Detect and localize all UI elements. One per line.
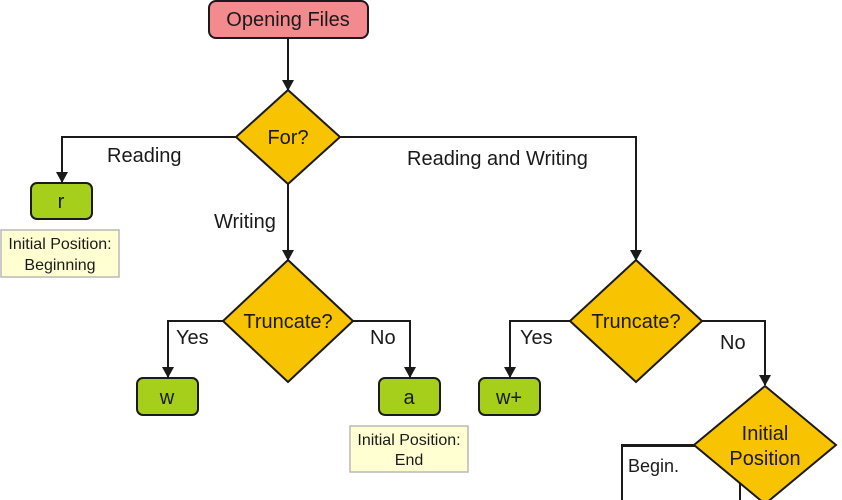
decision-for-label: For? (267, 127, 308, 149)
mode-a-label: a (403, 387, 415, 409)
label-writing: Writing (214, 211, 276, 233)
decision-initial-position: Initial Position (692, 384, 838, 500)
note-r-line1: Initial Position: (8, 236, 111, 253)
mode-w-node: w (136, 377, 199, 416)
decision-initial-position-line1: Initial (742, 423, 789, 445)
begin-box-label: Begin. (628, 456, 679, 476)
edge-truncate-rw-to-initial-position (702, 320, 771, 386)
label-yes-write: Yes (176, 327, 209, 349)
edge-truncate-write-to-a (353, 320, 416, 378)
mode-wplus-node: w+ (478, 377, 541, 416)
start-node-label: Opening Files (226, 9, 349, 31)
note-r: Initial Position: Beginning (0, 229, 120, 278)
decision-truncate-rw-label: Truncate? (591, 311, 680, 333)
label-no-write: No (370, 327, 396, 349)
decision-truncate-write-label: Truncate? (243, 311, 332, 333)
edge-truncate-rw-to-wplus (504, 320, 570, 378)
note-a-line1: Initial Position: (357, 432, 460, 449)
decision-initial-position-line2: Position (729, 448, 800, 470)
start-node: Opening Files (208, 0, 369, 39)
label-reading-and-writing: Reading and Writing (407, 148, 588, 170)
mode-w-label: w (159, 387, 175, 409)
label-yes-rw: Yes (520, 327, 553, 349)
label-reading: Reading (107, 145, 182, 167)
note-r-line2: Beginning (24, 257, 95, 274)
edge-for-to-r (56, 136, 236, 183)
mode-r-node: r (30, 182, 93, 220)
edge-truncate-write-to-w (162, 320, 225, 378)
label-no-rw: No (720, 332, 746, 354)
note-a: Initial Position: End (349, 425, 469, 473)
note-a-line2: End (395, 452, 423, 469)
mode-r-label: r (58, 191, 65, 213)
decision-truncate-rw: Truncate? (568, 258, 704, 384)
mode-a-node: a (378, 377, 441, 416)
decision-for: For? (234, 88, 342, 186)
edge-for-to-truncate-rw (340, 136, 642, 261)
mode-wplus-label: w+ (495, 387, 522, 409)
decision-truncate-write: Truncate? (221, 258, 355, 384)
